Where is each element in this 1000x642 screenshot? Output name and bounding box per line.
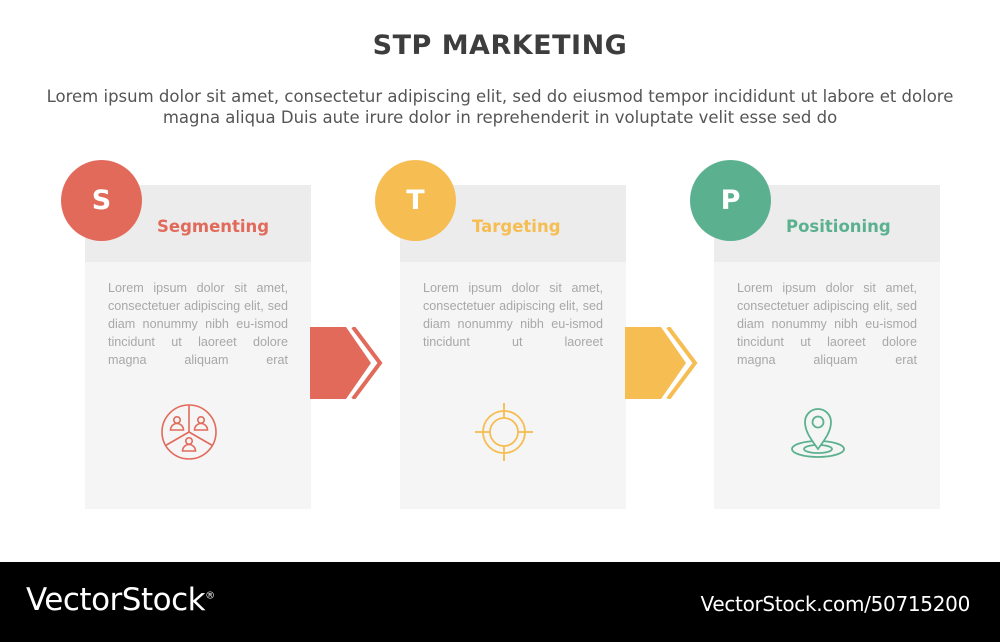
card-body-text: Lorem ipsum dolor sit amet, consectetuer… — [737, 281, 917, 367]
brand-name: VectorStock — [26, 582, 206, 618]
step-card-positioning: Positioning Lorem ipsum dolor sit amet, … — [714, 185, 940, 509]
page-title: STP MARKETING — [372, 30, 628, 61]
crosshair-target-icon — [475, 403, 533, 461]
step-badge-s: S — [61, 160, 142, 241]
step-badge-t: T — [375, 160, 456, 241]
segment-users-icon — [161, 404, 217, 460]
footer-bar: VectorStock® VectorStock.com/50715200 — [0, 562, 1000, 642]
page-subtitle: Lorem ipsum dolor sit amet, consectetur … — [46, 87, 954, 127]
step-badge-p: P — [690, 160, 771, 241]
card-title: Targeting — [472, 217, 561, 236]
registered-mark: ® — [205, 590, 215, 602]
card-title: Positioning — [786, 217, 891, 236]
map-pin-icon — [791, 408, 845, 458]
image-reference: VectorStock.com/50715200 — [700, 592, 971, 616]
card-title: Segmenting — [157, 217, 270, 236]
card-body-text: Lorem ipsum dolor sit amet, consectetuer… — [108, 281, 288, 367]
card-body-text: Lorem ipsum dolor sit amet, consectetuer… — [423, 281, 603, 349]
brand-logo: VectorStock® — [26, 582, 215, 618]
step-card-segmenting: Segmenting Lorem ipsum dolor sit amet, c… — [85, 185, 311, 509]
chevron-arrow-icon — [310, 327, 383, 399]
chevron-arrow-icon — [625, 327, 698, 399]
